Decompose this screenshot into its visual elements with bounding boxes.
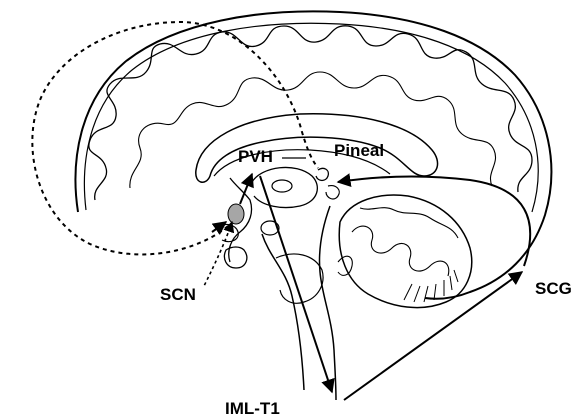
pineal-gland — [316, 168, 328, 180]
arrow-iml-to-scg — [344, 272, 522, 400]
pituitary — [224, 247, 246, 268]
dotted-scn-to-eye — [204, 222, 232, 286]
thalamus — [252, 167, 317, 207]
brainstem-front — [262, 234, 304, 390]
dotted-scn-line — [212, 222, 226, 232]
pineal-label: Pineal — [334, 141, 384, 160]
corpus-callosum — [196, 114, 438, 182]
pvh-label: PVH — [238, 147, 273, 166]
cerebellum-folia — [352, 226, 449, 276]
arrow-scg-to-pineal — [338, 176, 530, 266]
scn-label: SCN — [160, 285, 196, 304]
gyri-inner — [130, 72, 496, 188]
cerebellum — [339, 195, 471, 308]
brainstem-back — [319, 206, 336, 400]
iml-t1-label: IML-T1 — [225, 399, 280, 418]
tectum — [326, 186, 339, 199]
scn-nucleus — [228, 204, 244, 224]
cerebellum-folia-2 — [360, 208, 458, 238]
scg-label: SCG — [535, 279, 572, 298]
massa-intermedia — [272, 180, 292, 192]
brain-outline — [75, 11, 551, 298]
